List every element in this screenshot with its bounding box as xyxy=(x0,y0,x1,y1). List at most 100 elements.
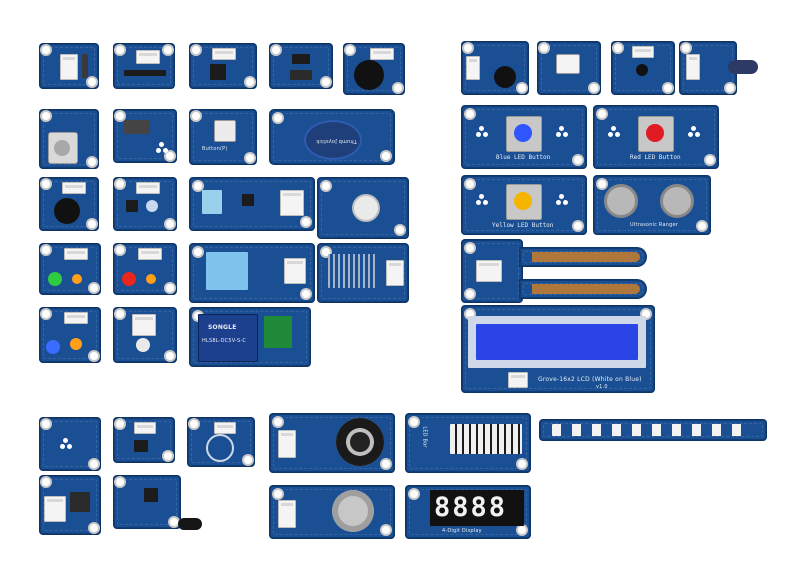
mounting-hole-icon xyxy=(192,112,200,120)
chip xyxy=(124,70,166,76)
module-water-sensor xyxy=(318,244,408,302)
mounting-hole-icon xyxy=(466,110,474,118)
led-bar-label: LED Bar xyxy=(421,426,428,448)
grove-flower-icon xyxy=(156,142,168,154)
connector-icon xyxy=(60,54,78,80)
mounting-hole-icon xyxy=(190,420,198,428)
blue-button-label: Blue LED Button xyxy=(496,154,551,161)
pir-lens xyxy=(352,194,380,222)
white-led xyxy=(136,338,150,352)
connector-icon xyxy=(136,50,160,64)
relay-mark: SONGLE xyxy=(208,324,237,331)
potentiometer-knob xyxy=(48,132,78,164)
module-switch xyxy=(114,110,176,162)
joystick-base xyxy=(304,120,362,160)
mounting-hole-icon xyxy=(322,78,330,86)
connector-icon xyxy=(632,46,654,58)
chip xyxy=(126,200,138,212)
digit-label: 4-Digit Display xyxy=(442,528,482,534)
blue-button-cap xyxy=(514,124,532,142)
mounting-hole-icon xyxy=(302,290,310,298)
connector-icon xyxy=(278,500,296,528)
mounting-hole-icon xyxy=(116,112,124,120)
module-pot-small xyxy=(114,476,180,528)
module-relay: SONGLE HLS8L-DC5V-S-C xyxy=(190,308,310,366)
mounting-hole-icon xyxy=(90,524,98,532)
microphone xyxy=(54,198,80,224)
lamp xyxy=(556,54,580,74)
mounting-hole-icon xyxy=(272,46,280,54)
mounting-hole-icon xyxy=(518,526,526,534)
mounting-hole-icon xyxy=(682,44,690,52)
module-moisture-sensor xyxy=(462,240,522,302)
module-small-connector xyxy=(40,44,98,88)
module-ir-emitter-2 xyxy=(40,476,100,534)
knob-cap xyxy=(54,140,70,156)
module-line-sensor xyxy=(114,44,174,88)
mounting-hole-icon xyxy=(518,460,526,468)
module-ultrasonic: Ultrasonic Ranger xyxy=(594,176,710,234)
button-label: Button(P) xyxy=(202,146,228,152)
connector-icon xyxy=(214,422,236,434)
module-ir-emitter xyxy=(680,42,736,94)
module-ir-receiver xyxy=(612,42,674,94)
mounting-hole-icon xyxy=(42,46,50,54)
lcd-screen xyxy=(476,324,638,360)
chip xyxy=(144,488,158,502)
mounting-hole-icon xyxy=(590,84,598,92)
green-led xyxy=(48,272,62,286)
mounting-hole-icon xyxy=(574,222,582,230)
connector-icon xyxy=(508,372,528,388)
connector-icon xyxy=(386,260,404,286)
ultrasonic-right xyxy=(660,184,694,218)
red-button-cap xyxy=(646,124,664,142)
orange-led xyxy=(72,274,82,284)
mounting-hole-icon xyxy=(464,44,472,52)
mounting-hole-icon xyxy=(116,478,124,486)
grove-flower-icon xyxy=(688,126,700,138)
connector-icon xyxy=(64,248,88,260)
orange-led xyxy=(70,338,82,350)
module-button: Button(P) xyxy=(190,110,256,164)
yellow-button-label: Yellow LED Button xyxy=(492,222,554,229)
module-led-bar: LED Bar xyxy=(406,414,530,472)
mounting-hole-icon xyxy=(274,490,282,498)
connector-icon xyxy=(134,422,156,434)
chip xyxy=(210,64,226,80)
mounting-hole-icon xyxy=(466,244,474,252)
mounting-hole-icon xyxy=(90,352,98,360)
module-green-led xyxy=(40,244,100,294)
mounting-hole-icon xyxy=(410,490,418,498)
speaker xyxy=(336,418,384,466)
mounting-hole-icon xyxy=(346,46,354,54)
mounting-hole-icon xyxy=(382,526,390,534)
mounting-hole-icon xyxy=(42,478,50,486)
mounting-hole-icon xyxy=(90,460,98,468)
module-ic xyxy=(190,44,256,88)
module-light-sensor xyxy=(114,178,176,230)
mounting-hole-icon xyxy=(116,180,124,188)
mounting-hole-icon xyxy=(598,110,606,118)
mounting-hole-icon xyxy=(246,78,254,86)
mounting-hole-icon xyxy=(116,46,124,54)
mounting-hole-icon xyxy=(88,78,96,86)
mounting-hole-icon xyxy=(88,158,96,166)
digit-value: 8888 xyxy=(434,492,508,523)
mounting-hole-icon xyxy=(322,182,330,190)
lcd-label: Grove-16x2 LCD (White on Blue) xyxy=(538,376,642,383)
module-pir-sensor xyxy=(318,178,408,238)
module-red-led-button: Red LED Button xyxy=(594,106,718,168)
mounting-hole-icon xyxy=(614,44,622,52)
push-button xyxy=(214,120,236,142)
ir-led xyxy=(636,64,648,76)
connector-icon xyxy=(284,258,306,284)
mounting-hole-icon xyxy=(166,352,174,360)
mounting-hole-icon xyxy=(164,452,172,460)
mounting-hole-icon xyxy=(394,84,402,92)
relay-text: HLS8L-DC5V-S-C xyxy=(202,338,247,344)
coin-battery xyxy=(332,490,374,532)
led-strip-pixels xyxy=(552,424,752,436)
mounting-hole-icon xyxy=(274,418,282,426)
relay xyxy=(198,314,258,362)
mounting-hole-icon xyxy=(164,46,172,54)
